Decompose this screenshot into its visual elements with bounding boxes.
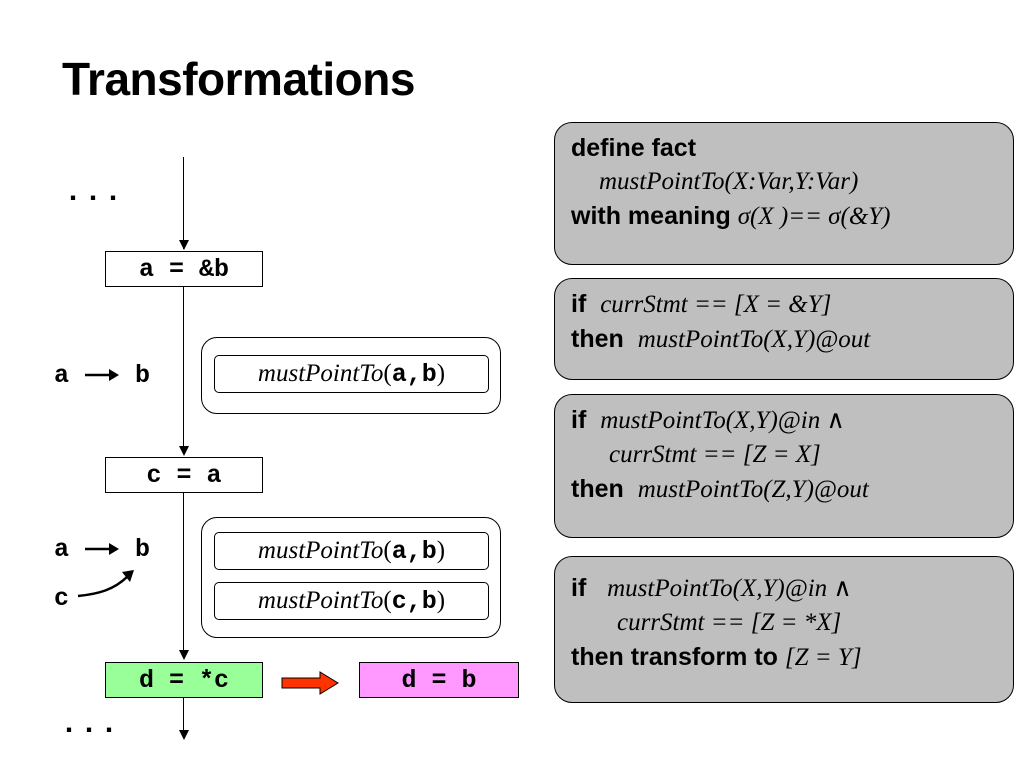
curved-arrow-icon (77, 570, 134, 598)
right-arrow-icon (85, 543, 120, 556)
fact-mustpointto-a-b: mustPointTo(a,b) (214, 355, 489, 393)
stmt-d-eq-deref-c: d = *c (105, 662, 263, 698)
right-arrow-icon (85, 369, 120, 382)
transform-arrow-icon (281, 671, 339, 695)
ellipsis-top: ... (64, 176, 125, 210)
pointsto-label-2: a b (54, 535, 151, 564)
arrowhead-icon (178, 240, 189, 250)
arrowhead-icon (178, 650, 189, 660)
cfg-edge-1 (183, 287, 184, 454)
arrowhead-icon (178, 446, 189, 456)
slide-title: Transformations (62, 53, 415, 105)
rule-address-of: if currStmt == [X = &Y] then mustPointTo… (554, 278, 1014, 380)
arrowhead-icon (178, 730, 189, 740)
rule-transform: if mustPointTo(X,Y)@in ∧ currStmt == [Z … (554, 556, 1014, 703)
rule-copy: if mustPointTo(X,Y)@in ∧ currStmt == [Z … (554, 394, 1014, 538)
fact-mustpointto-a-b-2: mustPointTo(a,b) (214, 532, 489, 570)
rule-define-fact: define fact mustPointTo(X:Var,Y:Var) wit… (554, 122, 1014, 265)
stmt-c-eq-a: c = a (105, 457, 263, 493)
ellipsis-bottom: ... (60, 708, 121, 742)
cfg-edge-entry (183, 157, 184, 249)
cfg-edge-exit (183, 698, 184, 734)
stmt-d-eq-b-result: d = b (359, 662, 519, 698)
pointsto-label-1: a b (54, 361, 151, 390)
cfg-edge-2 (183, 493, 184, 657)
fact-mustpointto-c-b: mustPointTo(c,b) (214, 582, 489, 620)
pointsto-label-3: c (54, 584, 70, 613)
stmt-a-eq-addr-b: a = &b (105, 251, 263, 287)
